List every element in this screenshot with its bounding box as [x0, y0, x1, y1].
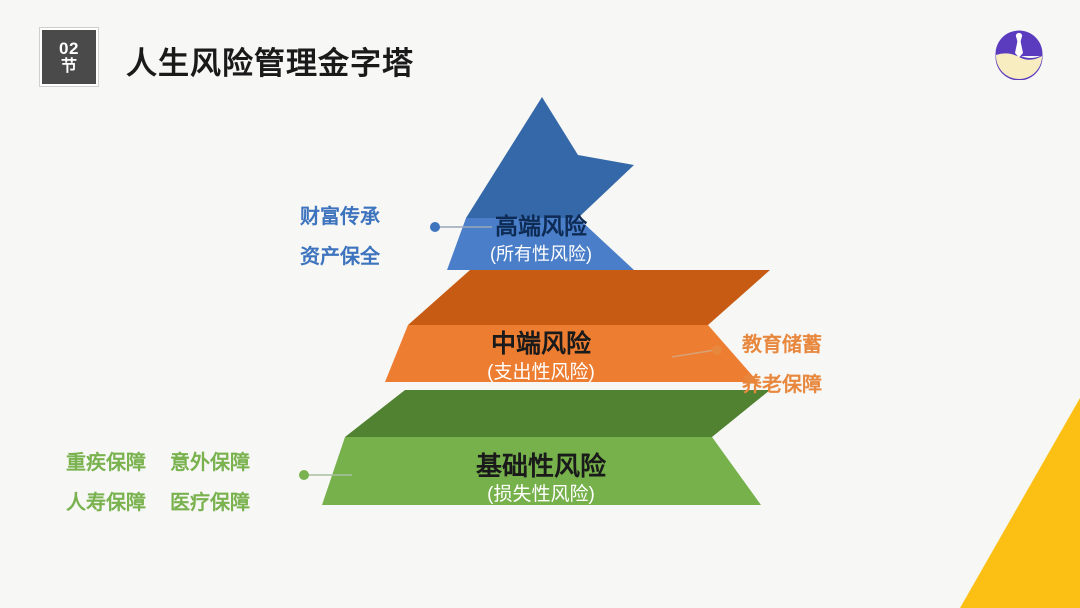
annotation-base-row-2: 人寿保障 医疗保障: [66, 483, 250, 523]
section-number: 02: [59, 38, 79, 58]
base-level-front-face: [322, 437, 761, 505]
annotation-middle-2: 养老保障: [742, 374, 822, 396]
annotation-base-4: 医疗保障: [170, 492, 250, 514]
connector-middle-level: [671, 345, 722, 358]
logo-head-icon: [1015, 32, 1023, 40]
annotation-base-1: 重疾保障: [66, 452, 146, 474]
connector-line-middle: [671, 349, 716, 358]
company-logo-icon: [992, 24, 1046, 80]
annotations-middle-level: 教育储蓄 养老保障: [742, 325, 822, 405]
slide-header: 02 节 人生风险管理金字塔: [0, 0, 1080, 100]
page-title: 人生风险管理金字塔: [126, 46, 414, 81]
annotation-base-row-1: 重疾保障 意外保障: [66, 443, 250, 483]
middle-level-title: 中端风险: [491, 329, 592, 358]
annotation-middle-1: 教育储蓄: [742, 334, 822, 356]
connector-top-level: [430, 222, 492, 232]
section-number-badge: 02 节: [39, 27, 99, 87]
annotation-top-2: 资产保全: [300, 246, 380, 268]
connector-base-level: [299, 470, 352, 480]
annotation-base-3: 人寿保障: [66, 492, 146, 514]
top-level-title: 高端风险: [495, 213, 588, 239]
pyramid-level-base[interactable]: 基础性风险 (损失性风险): [322, 390, 770, 505]
corner-accent-shape: [960, 398, 1080, 608]
pyramid-level-top[interactable]: 高端风险 (所有性风险): [447, 97, 634, 270]
section-unit-label: 节: [60, 57, 77, 75]
annotations-base-level: 重疾保障 意外保障 人寿保障 医疗保障: [66, 443, 250, 523]
connector-dot-base: [299, 470, 309, 480]
base-level-top-face: [345, 390, 770, 437]
logo-hand-shape: [996, 53, 1042, 79]
pyramid-level-middle[interactable]: 中端风险 (支出性风险): [385, 270, 770, 383]
middle-level-front-face: [385, 325, 758, 382]
annotation-base-2: 意外保障: [170, 452, 250, 474]
annotation-top-1: 财富传承: [300, 206, 380, 228]
annotations-top-level: 财富传承 资产保全: [300, 197, 380, 277]
logo-necktie-icon: [1015, 38, 1023, 58]
top-level-front-face: [447, 218, 634, 270]
connector-dot-middle: [712, 345, 722, 355]
top-level-top-face: [466, 155, 634, 218]
base-level-title: 基础性风险: [476, 451, 607, 481]
base-level-subtitle: (损失性风险): [487, 483, 595, 505]
connector-dot-top: [430, 222, 440, 232]
middle-level-top-face: [408, 270, 770, 325]
middle-level-subtitle: (支出性风险): [487, 361, 595, 383]
corner-accent-triangle: [960, 398, 1080, 608]
top-level-subtitle: (所有性风险): [490, 244, 592, 264]
